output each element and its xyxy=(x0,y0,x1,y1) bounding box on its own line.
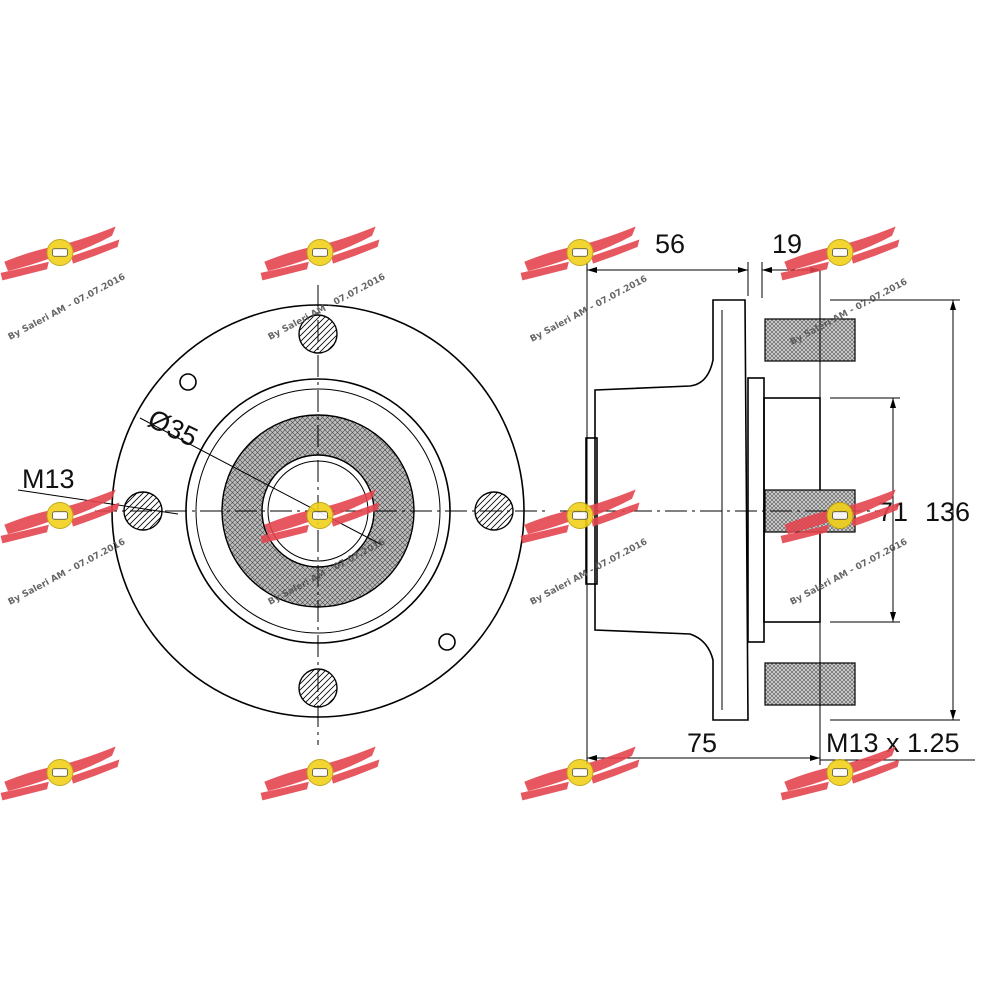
hub-body-outline xyxy=(594,299,749,721)
dim-label-19: 19 xyxy=(772,229,802,259)
stud-bottom xyxy=(764,662,856,706)
watermark-logo xyxy=(520,489,640,544)
pilot-outer xyxy=(747,377,765,643)
small-hole-lower-right xyxy=(438,633,456,651)
watermark-logo xyxy=(0,489,120,544)
watermark-logo xyxy=(520,226,640,281)
stud-size-label: M13 xyxy=(22,464,75,494)
watermark-logo xyxy=(260,746,380,801)
watermark-logo xyxy=(260,226,380,281)
bore-leader-line xyxy=(139,417,383,546)
dim-label-75: 75 xyxy=(687,728,717,758)
dim-label-136: 136 xyxy=(925,497,970,527)
dim-label-56: 56 xyxy=(655,229,685,259)
watermark-text: By Saleri AM - 07.07.2016 xyxy=(7,537,127,607)
stud-top xyxy=(764,318,856,362)
watermark-text: By Saleri AM - 07.07.2016 xyxy=(529,274,649,344)
bore-diameter-label: Ø35 xyxy=(143,403,202,452)
side-view: 56 19 71 136 75 M13 x 1.25 xyxy=(560,229,975,765)
small-hole-upper-left xyxy=(179,373,197,391)
watermark-logo xyxy=(0,746,120,801)
watermark-logo xyxy=(0,226,120,281)
watermark-logo xyxy=(520,746,640,801)
watermark-text: By Saleri AM - 07.07.2016 xyxy=(7,272,127,342)
watermark-text: By Saleri AM - 07.07.2016 xyxy=(789,537,909,607)
watermark-text: By Saleri AM - 07.07.2016 xyxy=(529,537,649,607)
